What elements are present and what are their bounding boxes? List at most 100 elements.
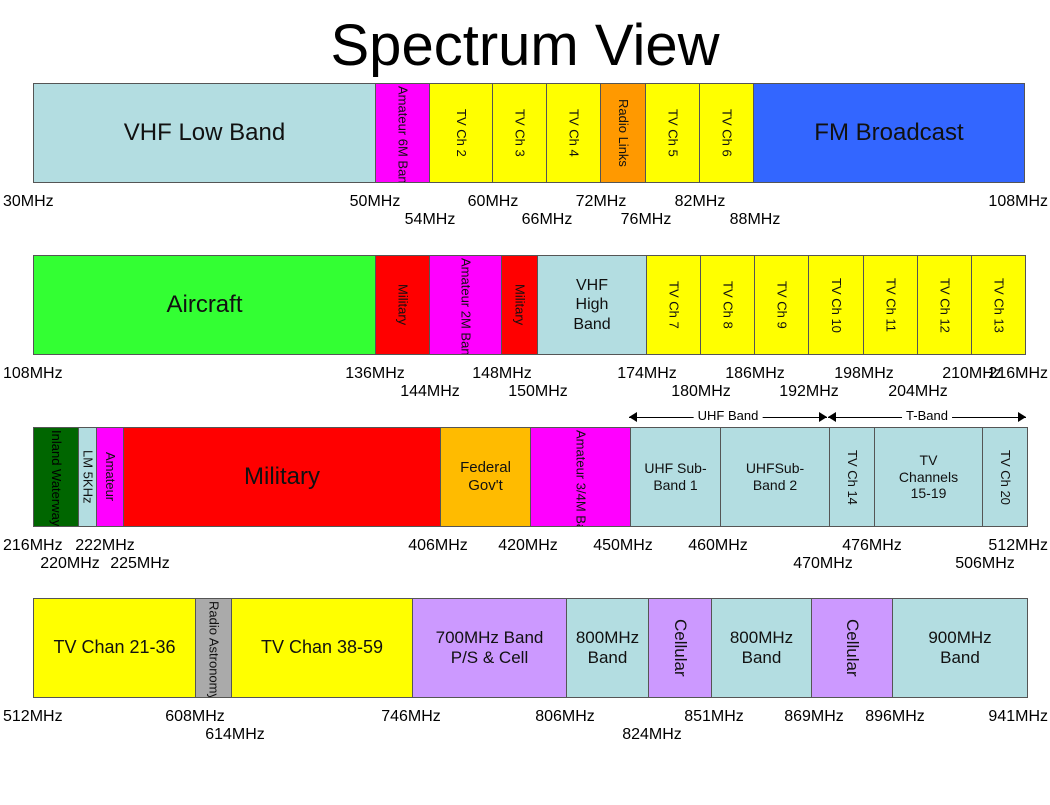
band-amateur-3-4m-band: Amateur 3/4M Band bbox=[530, 427, 631, 527]
band-military-main: Military bbox=[123, 427, 441, 527]
band-label: VHF Low Band bbox=[123, 118, 286, 146]
band-label: Radio Astronomy bbox=[206, 601, 222, 698]
band-label: Radio Links bbox=[615, 99, 631, 167]
band-700mhz-band-ps-cell: 700MHz Band P/S & Cell bbox=[412, 598, 567, 698]
span-t-band: T-Band bbox=[828, 408, 1026, 424]
freq-label: 174MHz bbox=[617, 365, 677, 382]
freq-label: 108MHz bbox=[3, 365, 63, 382]
band-label: TV Ch 3 bbox=[512, 109, 528, 157]
band-label: TV Ch 13 bbox=[991, 277, 1007, 333]
freq-label: 150MHz bbox=[508, 383, 568, 400]
freq-label: 225MHz bbox=[110, 555, 170, 572]
band-vhf-low-band: VHF Low Band bbox=[33, 83, 376, 183]
band-label: TV Ch 10 bbox=[828, 277, 844, 333]
band-tv-ch-12: TV Ch 12 bbox=[917, 255, 972, 355]
freq-label: 198MHz bbox=[834, 365, 894, 382]
band-tv-ch-2: TV Ch 2 bbox=[429, 83, 493, 183]
band-tv-ch-13: TV Ch 13 bbox=[971, 255, 1026, 355]
freq-label: 210MHz bbox=[942, 365, 1002, 382]
freq-label: 88MHz bbox=[729, 211, 781, 228]
band-label: Amateur bbox=[102, 452, 118, 502]
band-uhf-sub-band-1: UHF Sub-Band 1 bbox=[630, 427, 721, 527]
freq-label: 746MHz bbox=[381, 708, 441, 725]
band-900mhz-band: 900MHz Band bbox=[892, 598, 1028, 698]
band-tv-ch-4: TV Ch 4 bbox=[546, 83, 601, 183]
band-tv-ch-3: TV Ch 3 bbox=[492, 83, 547, 183]
band-tv-ch-7: TV Ch 7 bbox=[646, 255, 701, 355]
freq-label: 192MHz bbox=[779, 383, 839, 400]
band-aircraft: Aircraft bbox=[33, 255, 376, 355]
band-label: TV Ch 9 bbox=[774, 281, 790, 329]
band-label: Cellular bbox=[671, 619, 691, 677]
band-tv-chan-21-36: TV Chan 21-36 bbox=[33, 598, 196, 698]
freq-label: 204MHz bbox=[888, 383, 948, 400]
freq-label: 512MHz bbox=[988, 537, 1048, 554]
freq-label: 136MHz bbox=[345, 365, 405, 382]
band-label: TV Ch 6 bbox=[719, 109, 735, 157]
band-label: Amateur 3/4M Band bbox=[573, 430, 589, 527]
band-label: 900MHz Band bbox=[928, 627, 992, 667]
band-label: TV Ch 8 bbox=[720, 281, 736, 329]
band-label: 800MHz Band bbox=[575, 627, 640, 667]
band-label: Military bbox=[244, 462, 320, 490]
freq-label: 420MHz bbox=[498, 537, 558, 554]
band-radio-astronomy: Radio Astronomy bbox=[195, 598, 232, 698]
band-label: Federal Gov't bbox=[460, 459, 511, 494]
freq-label: 869MHz bbox=[784, 708, 844, 725]
freq-label: 54MHz bbox=[404, 211, 456, 228]
band-label: Military bbox=[395, 284, 411, 326]
band-tv-chan-38-59: TV Chan 38-59 bbox=[231, 598, 413, 698]
band-lm-5khz: LM 5KHz bbox=[78, 427, 97, 527]
band-tv-ch-14: TV Ch 14 bbox=[829, 427, 875, 527]
freq-label: 108MHz bbox=[988, 193, 1048, 210]
freq-label: 180MHz bbox=[671, 383, 731, 400]
freq-label: 450MHz bbox=[593, 537, 653, 554]
band-label: TV Chan 38-59 bbox=[260, 637, 384, 658]
freq-label: 851MHz bbox=[684, 708, 744, 725]
band-label: TV Ch 5 bbox=[665, 109, 681, 157]
freq-label: 941MHz bbox=[988, 708, 1048, 725]
freq-label: 186MHz bbox=[725, 365, 785, 382]
freq-label: 512MHz bbox=[3, 708, 63, 725]
band-military-2: Military bbox=[501, 255, 538, 355]
band-inland-waterway: Inland Waterway bbox=[33, 427, 79, 527]
band-cellular-1: Cellular bbox=[648, 598, 712, 698]
freq-label: 72MHz bbox=[575, 193, 627, 210]
span-label-text: T-Band bbox=[902, 408, 952, 424]
band-800mhz-band-2: 800MHz Band bbox=[711, 598, 812, 698]
band-tv-ch-6: TV Ch 6 bbox=[699, 83, 754, 183]
freq-label: 76MHz bbox=[620, 211, 672, 228]
band-vhf-high-band: VHF High Band bbox=[537, 255, 647, 355]
band-label: TV Ch 7 bbox=[666, 281, 682, 329]
band-label: 700MHz Band P/S & Cell bbox=[435, 627, 544, 667]
freq-label: 220MHz bbox=[40, 555, 100, 572]
band-tv-ch-10: TV Ch 10 bbox=[808, 255, 864, 355]
band-amateur-2m-band: Amateur 2M Band bbox=[429, 255, 502, 355]
band-label: TV Ch 4 bbox=[566, 109, 582, 157]
band-label: TV Channels 15-19 bbox=[898, 451, 959, 502]
freq-label: 824MHz bbox=[622, 726, 682, 743]
band-label: Cellular bbox=[843, 619, 863, 677]
band-tv-ch-8: TV Ch 8 bbox=[700, 255, 755, 355]
freq-label: 30MHz bbox=[3, 193, 54, 210]
freq-label: 896MHz bbox=[865, 708, 925, 725]
span-uhf-band: UHF Band bbox=[629, 408, 827, 424]
band-label: TV Ch 12 bbox=[937, 277, 953, 333]
band-label: UHF Sub-Band 1 bbox=[644, 460, 707, 493]
band-tv-ch-9: TV Ch 9 bbox=[754, 255, 809, 355]
band-label: TV Ch 2 bbox=[453, 109, 469, 157]
freq-label: 806MHz bbox=[535, 708, 595, 725]
freq-label: 216MHz bbox=[3, 537, 63, 554]
page-title: Spectrum View bbox=[330, 13, 720, 78]
band-tv-ch-11: TV Ch 11 bbox=[863, 255, 918, 355]
freq-label: 222MHz bbox=[75, 537, 135, 554]
freq-label: 148MHz bbox=[472, 365, 532, 382]
band-label: Amateur 6M Band bbox=[395, 86, 411, 183]
band-label: Military bbox=[512, 284, 528, 326]
freq-label: 216MHz bbox=[988, 365, 1048, 382]
band-amateur-6m-band: Amateur 6M Band bbox=[375, 83, 430, 183]
band-label: TV Ch 11 bbox=[883, 278, 899, 332]
band-tv-channels-15-19: TV Channels 15-19 bbox=[874, 427, 983, 527]
freq-label: 506MHz bbox=[955, 555, 1015, 572]
band-800mhz-band-1: 800MHz Band bbox=[566, 598, 649, 698]
